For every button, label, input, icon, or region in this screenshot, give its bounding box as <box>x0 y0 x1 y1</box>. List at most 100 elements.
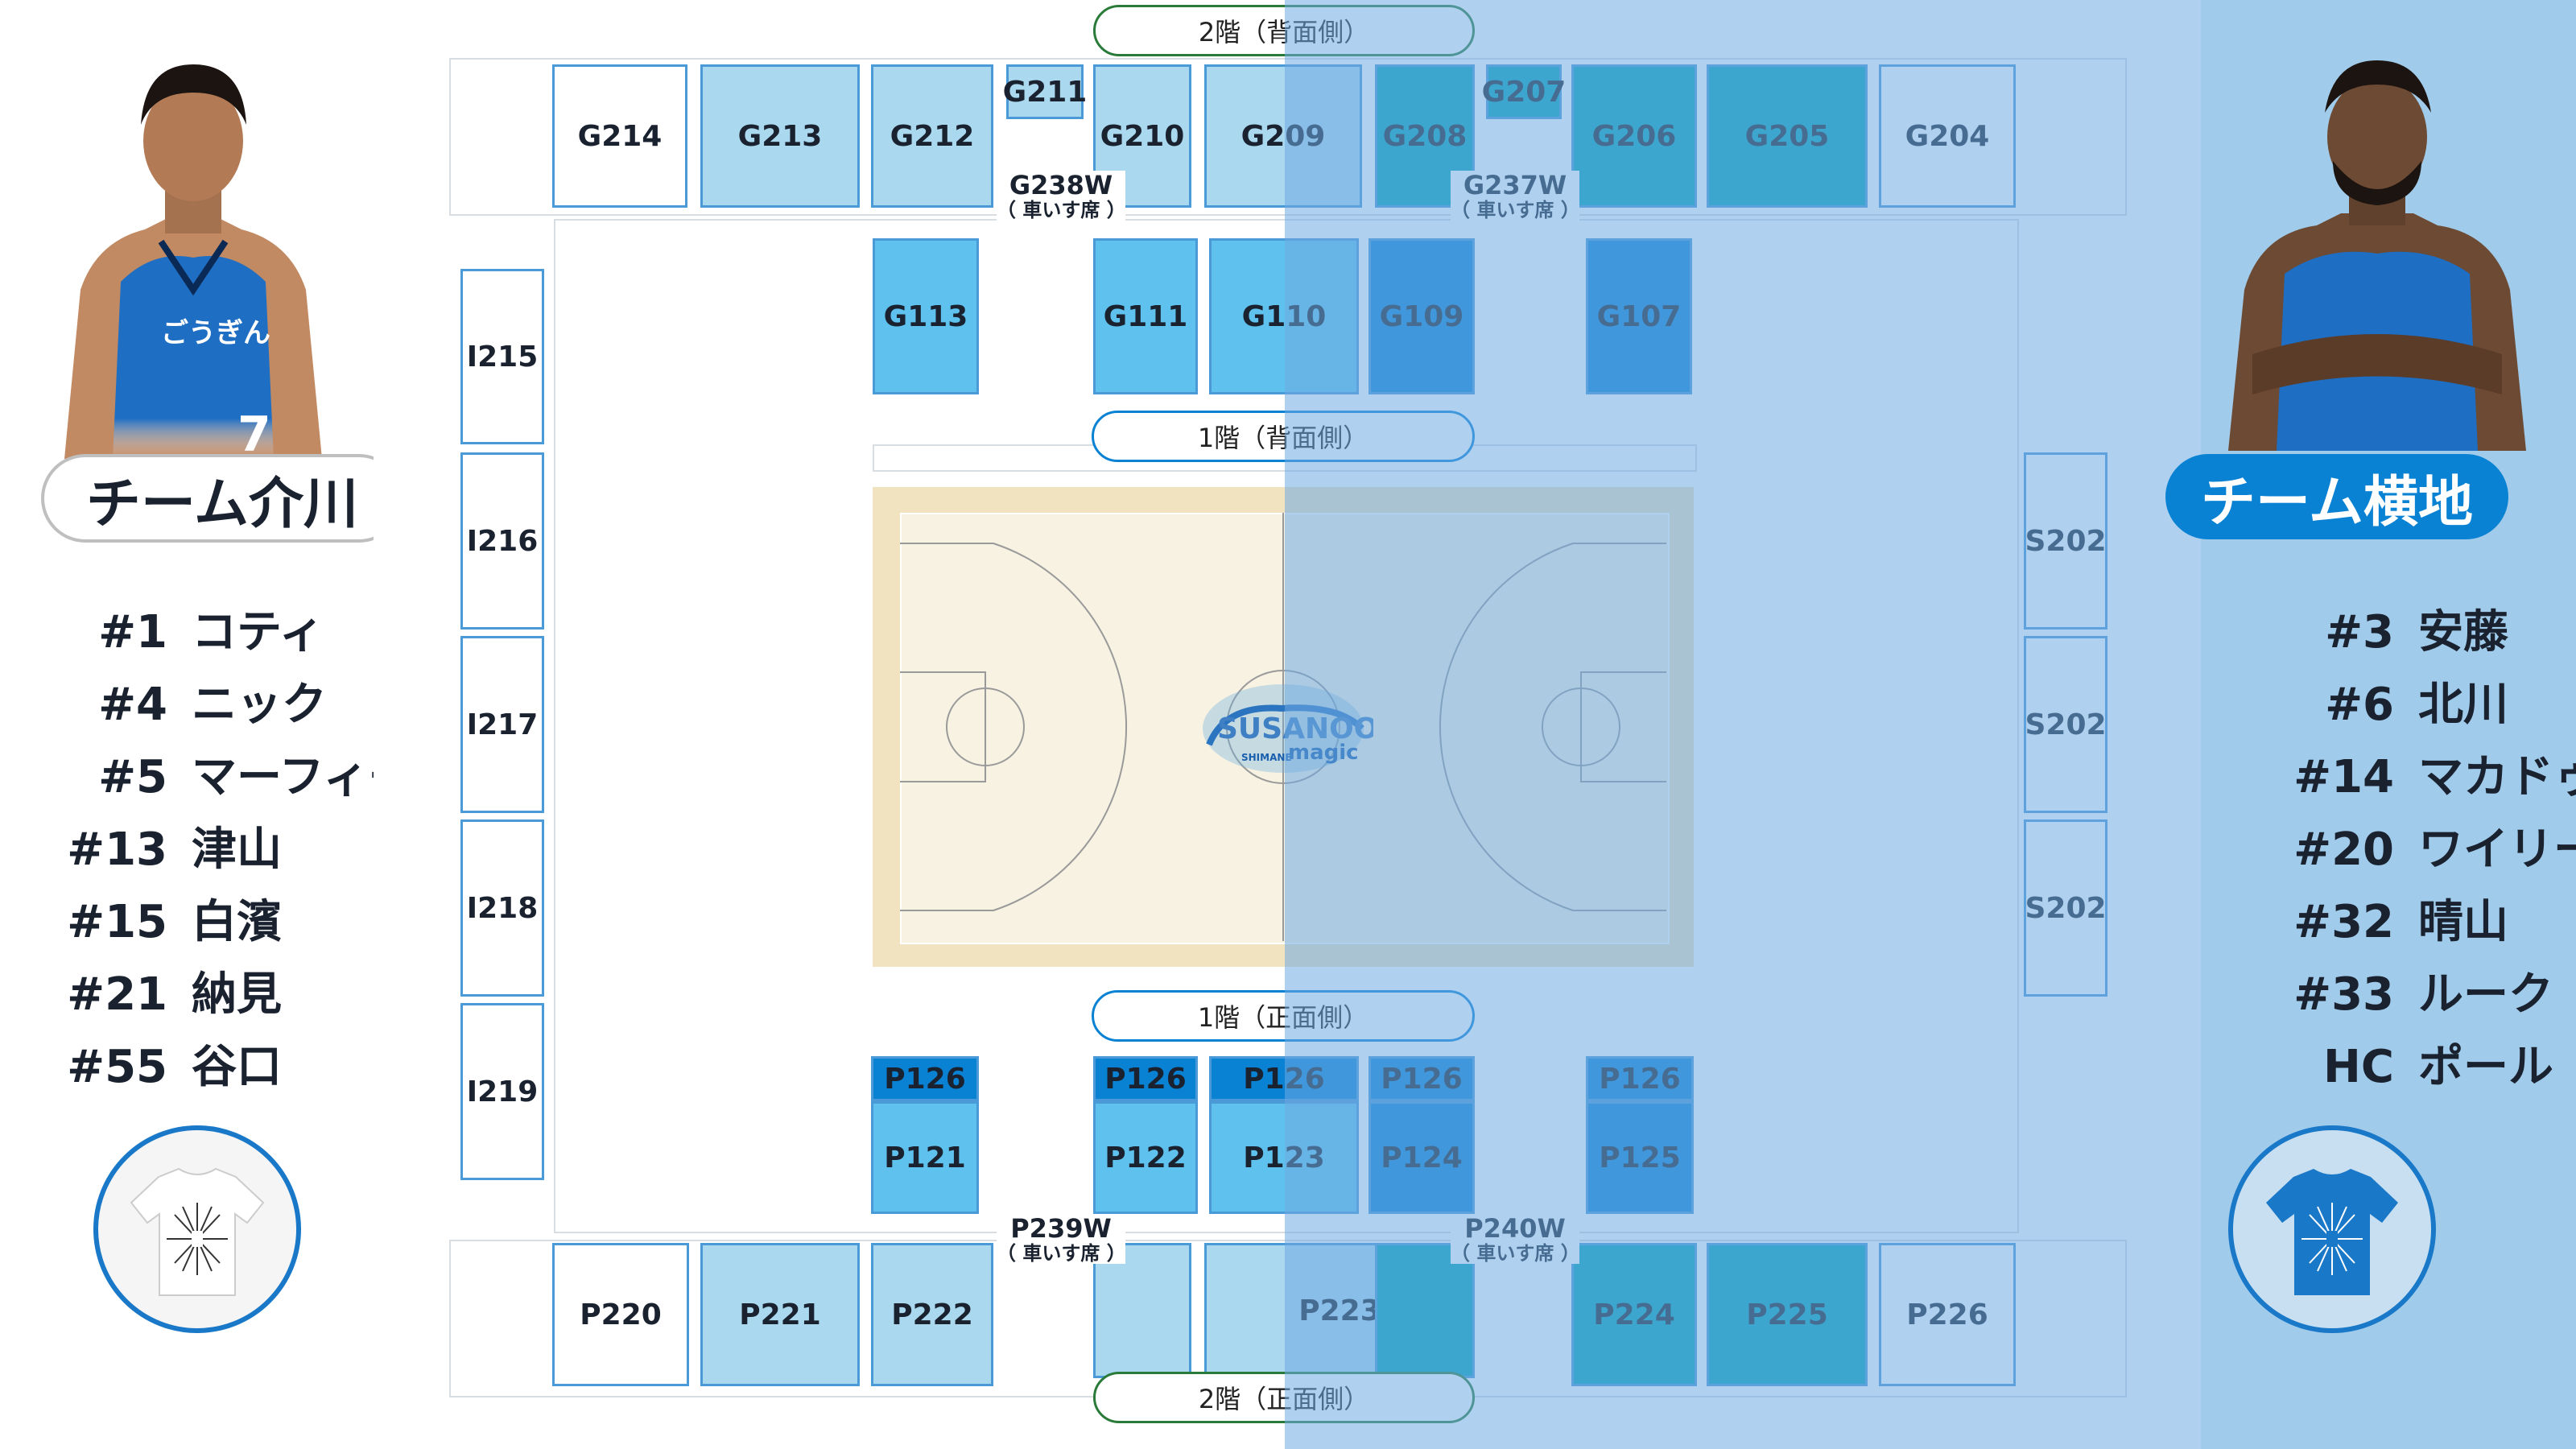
team-right-shirt <box>2228 1125 2436 1333</box>
seat-section-p225[interactable]: P225 <box>1707 1243 1868 1386</box>
player-name: ニック <box>192 679 327 731</box>
seat-section-p222[interactable]: P222 <box>871 1243 993 1386</box>
seat-section-g206[interactable]: G206 <box>1571 64 1697 208</box>
team-right-roster-row: #20 ワイリー <box>2201 813 2576 878</box>
player-name: 津山 <box>192 824 282 876</box>
logo-subtext: magic <box>1288 741 1359 765</box>
player-name: 谷口 <box>192 1041 282 1093</box>
seat-section-p121[interactable]: P121 <box>871 1101 979 1214</box>
team-right-roster-row: #32 晴山 <box>2201 886 2508 951</box>
seat-section-g113[interactable]: G113 <box>873 238 979 394</box>
seat-section-p122[interactable]: P122 <box>1093 1101 1198 1214</box>
player-name: 安藤 <box>2418 606 2508 658</box>
seat-section-g110[interactable]: G110 <box>1209 238 1359 394</box>
seat-section-g205[interactable]: G205 <box>1707 64 1868 208</box>
seat-section-i218[interactable]: I218 <box>460 819 544 997</box>
player-number: HC <box>2323 1041 2394 1093</box>
seat-section-g213[interactable]: G213 <box>700 64 860 208</box>
player-number: #5 <box>98 751 167 803</box>
player-number: #6 <box>2325 679 2394 731</box>
seat-section-p123[interactable]: P123 <box>1209 1101 1359 1214</box>
seat-section-p220[interactable]: P220 <box>552 1243 689 1386</box>
seat-section-i216[interactable]: I216 <box>460 452 544 630</box>
team-right-roster-row: #3 安藤 <box>2201 596 2508 661</box>
team-left-roster-row: #15 白濱 <box>0 886 282 951</box>
player-number: #55 <box>67 1041 167 1093</box>
seat-section-p126[interactable]: P126 <box>1093 1056 1198 1101</box>
player-name: 晴山 <box>2418 896 2508 948</box>
seat-section-s202[interactable]: S202 <box>2024 819 2107 997</box>
seat-section-g214[interactable]: G214 <box>552 64 687 208</box>
player-number: #3 <box>2325 606 2394 658</box>
player-name: マカドゥ <box>2418 751 2576 803</box>
tshirt-icon <box>130 1167 265 1296</box>
floor-label-lower-back: 1階（背面側） <box>1092 411 1475 462</box>
seat-section-g111[interactable]: G111 <box>1093 238 1198 394</box>
basketball-court: SUSANOO magic SHIMANE <box>873 487 1694 967</box>
floor-label-lower-front: 1階（正面側） <box>1092 990 1475 1042</box>
player-number: #21 <box>67 968 167 1021</box>
player-number: #33 <box>2293 968 2394 1021</box>
wheelchair-label-g238w: G238W（ 車いす席 ） <box>997 170 1126 221</box>
player-name: 納見 <box>192 968 282 1021</box>
seat-section-g209[interactable]: G209 <box>1204 64 1362 208</box>
seat-section-i215[interactable]: I215 <box>460 269 544 444</box>
player-name: ワイリー <box>2418 824 2576 876</box>
player-name: 北川 <box>2418 679 2508 731</box>
wheelchair-label-p240w: P240W（ 車いす席 ） <box>1451 1213 1580 1265</box>
player-name: コティ <box>192 606 324 658</box>
team-right-roster-row: HC ポール <box>2201 1030 2553 1096</box>
player-number: #20 <box>2293 824 2394 876</box>
team-logo: SUSANOO magic SHIMANE <box>1203 684 1373 773</box>
seat-section-p221[interactable]: P221 <box>700 1243 860 1386</box>
player-number: #4 <box>98 679 167 731</box>
seat-section-p126[interactable]: P126 <box>871 1056 979 1101</box>
jersey-sponsor-left: ごうぎん <box>161 317 270 349</box>
seat-section-g204[interactable]: G204 <box>1879 64 2016 208</box>
player-number: #32 <box>2293 896 2394 948</box>
seat-section-g211[interactable]: G211 <box>1003 64 1087 119</box>
player-name: 白濱 <box>192 896 282 948</box>
seat-section-p224[interactable]: P224 <box>1571 1243 1697 1386</box>
seat-section-i217[interactable]: I217 <box>460 636 544 813</box>
seat-section-i219[interactable]: I219 <box>460 1003 544 1180</box>
wheelchair-label-p239w: P239W（ 車いす席 ） <box>997 1213 1126 1265</box>
team-left-roster-row: #55 谷口 <box>0 1030 282 1096</box>
team-left-roster-row: #21 納見 <box>0 958 282 1023</box>
team-left-shirt <box>93 1125 301 1333</box>
team-left-name: チーム介川 <box>41 454 403 543</box>
player-name: ポール <box>2418 1041 2553 1093</box>
seat-section-p126[interactable]: P126 <box>1368 1056 1475 1101</box>
player-number: #13 <box>67 824 167 876</box>
team-left-roster-row: #1 コティ <box>0 596 324 661</box>
team-right-roster-row: #6 北川 <box>2201 668 2508 733</box>
floor-label-upper-front: 2階（正面側） <box>1093 1372 1475 1423</box>
seat-section-p226[interactable]: P226 <box>1879 1243 2016 1386</box>
seat-section-g212[interactable]: G212 <box>871 64 993 208</box>
player-photo-left: ごうぎん 7 <box>64 64 322 459</box>
team-left-roster-row: #4 ニック <box>0 668 327 733</box>
team-right-roster-row: #14 マカドゥ <box>2201 741 2576 806</box>
wheelchair-label-g237w: G237W（ 車いす席 ） <box>1451 170 1580 221</box>
seat-section-s202[interactable]: S202 <box>2024 636 2107 813</box>
seat-section-p124[interactable]: P124 <box>1368 1101 1475 1214</box>
player-number: #15 <box>67 896 167 948</box>
seat-section-p126[interactable]: P126 <box>1209 1056 1359 1101</box>
team-left-roster-row: #13 津山 <box>0 813 282 878</box>
seat-section-p125[interactable]: P125 <box>1586 1101 1694 1214</box>
seat-section-g207[interactable]: G207 <box>1482 64 1566 119</box>
seat-section-p126[interactable]: P126 <box>1586 1056 1694 1101</box>
player-photo-right <box>2228 60 2526 451</box>
player-number: #1 <box>98 606 167 658</box>
tshirt-icon <box>2266 1169 2398 1295</box>
player-number: #14 <box>2293 751 2394 803</box>
logo-small-text: SHIMANE <box>1241 752 1292 763</box>
jersey-number-left: 7 <box>237 407 271 459</box>
seat-section-s202[interactable]: S202 <box>2024 452 2107 630</box>
seat-section-g107[interactable]: G107 <box>1586 238 1692 394</box>
seat-section-g109[interactable]: G109 <box>1368 238 1475 394</box>
